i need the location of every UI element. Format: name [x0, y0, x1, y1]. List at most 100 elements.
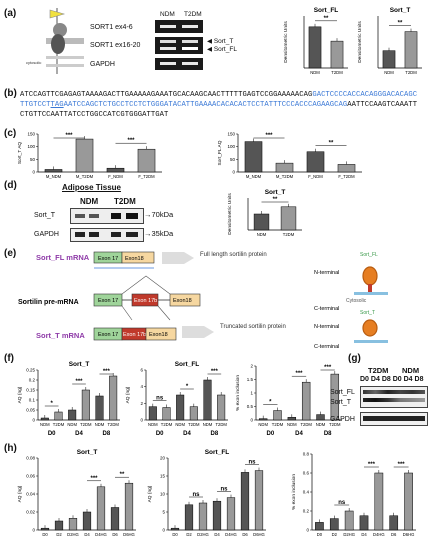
x-tick-label: D6HG	[403, 532, 415, 537]
y-tick-label: 5	[162, 510, 165, 515]
chart-title: Sort_T	[77, 449, 98, 456]
y-tick-label: 0.06	[26, 474, 35, 479]
bar	[330, 373, 340, 421]
group-label: D4	[295, 431, 303, 437]
sig-marker: **	[273, 197, 278, 203]
adipose-band-sort-t	[70, 208, 144, 224]
bar	[95, 395, 104, 421]
x-tick-label: NDM	[287, 422, 297, 427]
x-tick-label: NDM	[316, 422, 326, 427]
exon18-text-t: Exon18	[149, 332, 168, 338]
x-tick-label: D2	[56, 532, 62, 537]
y-tick-label: 0.6	[303, 471, 310, 476]
sig-marker: *	[50, 401, 53, 407]
sig-marker: **	[120, 472, 125, 478]
nterm-label-2: N-terminal	[314, 324, 339, 330]
exon18-box-t	[145, 327, 177, 341]
tag-sort-t: Sort_T	[360, 310, 375, 316]
cytosolic-label: cytosolic	[26, 60, 41, 65]
nterm-label-1: N-terminal	[314, 270, 339, 276]
panel-label-g: (g)	[348, 353, 361, 364]
x-tick-label: T2DM	[300, 422, 312, 427]
y-axis-label: AQ (ng)	[147, 485, 153, 502]
y-tick-label: 0.2	[303, 509, 310, 514]
sig-marker: *	[269, 400, 272, 406]
protein-fl-icon	[362, 266, 378, 286]
x-tick-label: NDM	[148, 422, 158, 427]
group-label: D8	[210, 431, 218, 437]
gel-band-row1	[155, 20, 203, 33]
x-tick-label: M_NDM	[246, 174, 262, 179]
x-tick-label: M_NDM	[46, 174, 62, 179]
bar	[344, 510, 354, 531]
sig-marker: ns	[248, 460, 256, 466]
bar	[404, 472, 413, 531]
y-tick-label: 0.08	[26, 456, 35, 461]
sequence-stop-codon: TAG	[50, 101, 64, 109]
protein-t-icon	[362, 319, 378, 337]
sig-marker: ns	[192, 492, 200, 498]
blot-g-row-sort-fl: Sort_FL	[330, 389, 355, 396]
bar	[198, 502, 208, 531]
bar	[54, 520, 64, 531]
bar	[217, 394, 226, 421]
x-tick-label: D0	[42, 532, 48, 537]
x-tick-label: NDM	[95, 422, 105, 427]
x-tick-label: D4	[361, 532, 367, 537]
exon17-text-fl: Exon 17	[98, 256, 118, 262]
adipose-t2dm: T2DM	[114, 197, 136, 206]
bar	[306, 151, 325, 173]
bar	[287, 417, 297, 421]
y-tick-label: 100	[27, 144, 35, 149]
bar	[329, 518, 339, 531]
group-label: D8	[102, 431, 110, 437]
sig-marker: ***	[65, 133, 73, 139]
y-axis-label: Densitometric Units	[227, 193, 233, 235]
arrow-t-icon	[182, 326, 214, 338]
x-tick-label: T2DM	[215, 422, 227, 427]
bar	[240, 472, 250, 531]
y-tick-label: 0.25	[26, 368, 35, 373]
x-tick-label: F_NDM	[308, 174, 323, 179]
x-tick-label: D6HG	[253, 532, 265, 537]
sig-marker: ***	[368, 462, 376, 468]
x-tick-label: T2DM	[405, 70, 417, 75]
x-tick-label: T2DM	[331, 70, 343, 75]
sig-marker: ***	[90, 476, 98, 482]
sequence-exon-segment-2: AATCCAGCTCTGCCTCCTCTGGGATACATTGAAAACACAC…	[63, 101, 348, 109]
bar	[137, 148, 156, 173]
gel-band-row2	[155, 37, 203, 54]
y-tick-label: 50	[230, 157, 236, 162]
x-tick-label: D6	[391, 532, 397, 537]
y-axis-label: Sort_FL AQ	[217, 140, 223, 165]
group-label: D8	[324, 431, 332, 437]
sequence-segment-1: ATCCAGTTCGAGAGTAAAAGACTTGAAAAAGAAATGCACA…	[20, 91, 313, 99]
exon18-box-fl	[121, 251, 155, 264]
bar	[212, 500, 222, 531]
bar	[81, 389, 90, 421]
receptor-head-shape	[49, 9, 66, 19]
receptor-schematic: cytosolic	[26, 8, 84, 74]
x-tick-label: D4	[214, 532, 220, 537]
gel-arrow-sort-fl: ◀ Sort_FL	[207, 46, 237, 53]
bar	[226, 497, 236, 531]
panel-label-c: (c)	[4, 128, 17, 139]
x-tick-label: T2DM	[329, 422, 341, 427]
bar	[189, 406, 198, 421]
y-tick-label: 150	[227, 132, 235, 137]
bar	[404, 31, 418, 69]
panel-label-d: (d)	[4, 180, 17, 191]
x-tick-label: F_T2DM	[138, 174, 155, 179]
sort-fl-mrna-label: Sort_FL mRNA	[36, 253, 90, 262]
x-tick-label: NDM	[310, 70, 320, 75]
pre-mrna-label: Sortilin pre-mRNA	[18, 299, 79, 306]
kda-70: →70kDa	[144, 210, 174, 219]
